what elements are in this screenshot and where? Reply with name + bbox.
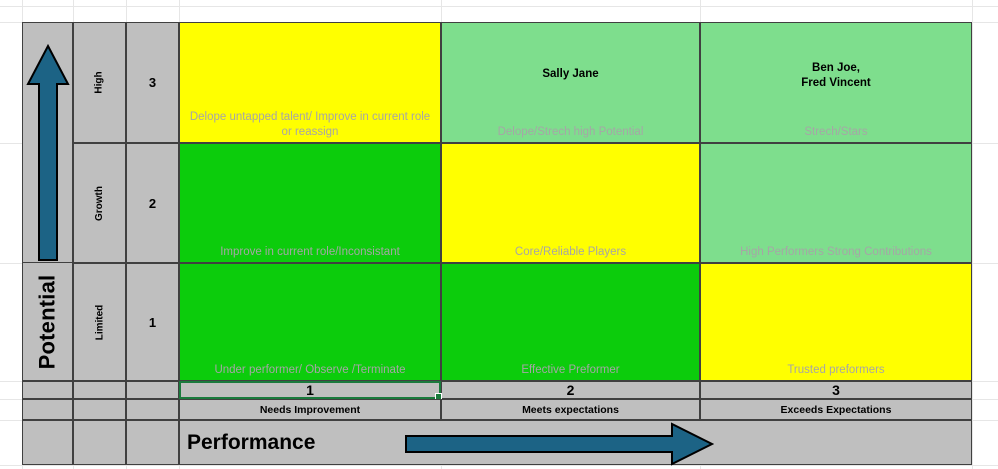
- y-axis-title: Potential: [22, 263, 73, 381]
- x-level-label-1-text: Needs Improvement: [259, 403, 361, 416]
- sheet-gridline: [0, 6, 998, 7]
- y-level-number-3: 3: [126, 22, 179, 143]
- bottom-spacer-c1: [22, 420, 73, 465]
- x-level-number-1-text: 1: [306, 382, 314, 398]
- y-axis-title-label: Potential: [34, 274, 60, 369]
- sheet-gridline: [0, 465, 998, 466]
- y-level-label-growth-text: Growth: [94, 185, 105, 221]
- right-arrow-icon: [404, 422, 714, 466]
- matrix-cell-r2c3[interactable]: High Performers Strong Contributions: [700, 143, 972, 263]
- matrix-cell-r2c3-caption: High Performers Strong Contributions: [740, 246, 932, 258]
- y-level-label-high: High: [73, 22, 126, 143]
- y-level-number-3-text: 3: [148, 75, 157, 90]
- matrix-cell-r2c2-caption: Core/Reliable Players: [514, 246, 627, 258]
- x-level-number-3[interactable]: 3: [700, 381, 972, 399]
- y-level-label-limited: Limited: [73, 263, 126, 381]
- x-level-number-1[interactable]: 1: [179, 381, 441, 399]
- matrix-cell-r3c1-caption: Delope untapped talent/ Improve in curre…: [189, 111, 431, 138]
- y-level-number-2: 2: [126, 143, 179, 263]
- matrix-cell-r1c1[interactable]: Under performer/ Observe /Terminate: [179, 263, 441, 381]
- x-level-label-2-text: Meets expectations: [522, 403, 619, 416]
- bottom-spacer-a2: [73, 381, 126, 399]
- x-level-label-3[interactable]: Exceeds Expectations: [700, 399, 972, 420]
- matrix-cell-r3c1[interactable]: Delope untapped talent/ Improve in curre…: [179, 22, 441, 143]
- y-level-number-1-text: 1: [148, 314, 157, 330]
- x-level-label-3-text: Exceeds Expectations: [780, 403, 892, 416]
- bottom-spacer-c3: [126, 420, 179, 465]
- x-level-label-2[interactable]: Meets expectations: [441, 399, 700, 420]
- y-level-label-limited-text: Limited: [94, 304, 105, 340]
- matrix-cell-r1c1-caption: Under performer/ Observe /Terminate: [214, 364, 406, 376]
- matrix-cell-r3c3-names: Ben Joe, Fred Vincent: [801, 62, 871, 89]
- matrix-cell-r1c3[interactable]: Trusted preformers: [700, 263, 972, 381]
- y-level-number-1: 1: [126, 263, 179, 381]
- bottom-spacer-a3: [126, 381, 179, 399]
- matrix-cell-r3c3[interactable]: Ben Joe, Fred Vincent Strech/Stars: [700, 22, 972, 143]
- x-level-number-3-text: 3: [832, 382, 840, 398]
- matrix-cell-r2c2[interactable]: Core/Reliable Players: [441, 143, 700, 263]
- sheet-gridline: [972, 0, 973, 469]
- matrix-cell-r3c2[interactable]: Sally Jane Delope/Strech high Potential: [441, 22, 700, 143]
- matrix-cell-r2c1[interactable]: Improve in current role/Inconsistant: [179, 143, 441, 263]
- bottom-spacer-a1: [22, 381, 73, 399]
- y-level-label-growth: Growth: [73, 143, 126, 263]
- matrix-cell-r1c2-caption: Effective Preformer: [521, 364, 620, 376]
- bottom-spacer-c2: [73, 420, 126, 465]
- matrix-cell-r3c2-caption: Delope/Strech high Potential: [497, 126, 644, 138]
- matrix-cell-r3c3-caption: Strech/Stars: [804, 126, 868, 138]
- bottom-spacer-b2: [73, 399, 126, 420]
- x-axis-title-label: Performance: [187, 430, 316, 454]
- y-level-number-2-text: 2: [148, 195, 157, 211]
- bottom-spacer-b3: [126, 399, 179, 420]
- up-arrow-icon: [26, 44, 70, 262]
- matrix-cell-r1c3-caption: Trusted preformers: [787, 364, 885, 376]
- y-level-label-high-text: High: [94, 71, 105, 94]
- x-level-number-2-text: 2: [566, 382, 575, 398]
- matrix-cell-r2c1-caption: Improve in current role/Inconsistant: [220, 246, 400, 258]
- matrix-cell-r1c2[interactable]: Effective Preformer: [441, 263, 700, 381]
- x-level-number-2[interactable]: 2: [441, 381, 700, 399]
- matrix-cell-r3c2-names: Sally Jane: [542, 68, 599, 80]
- bottom-spacer-b1: [22, 399, 73, 420]
- x-level-label-1[interactable]: Needs Improvement: [179, 399, 441, 420]
